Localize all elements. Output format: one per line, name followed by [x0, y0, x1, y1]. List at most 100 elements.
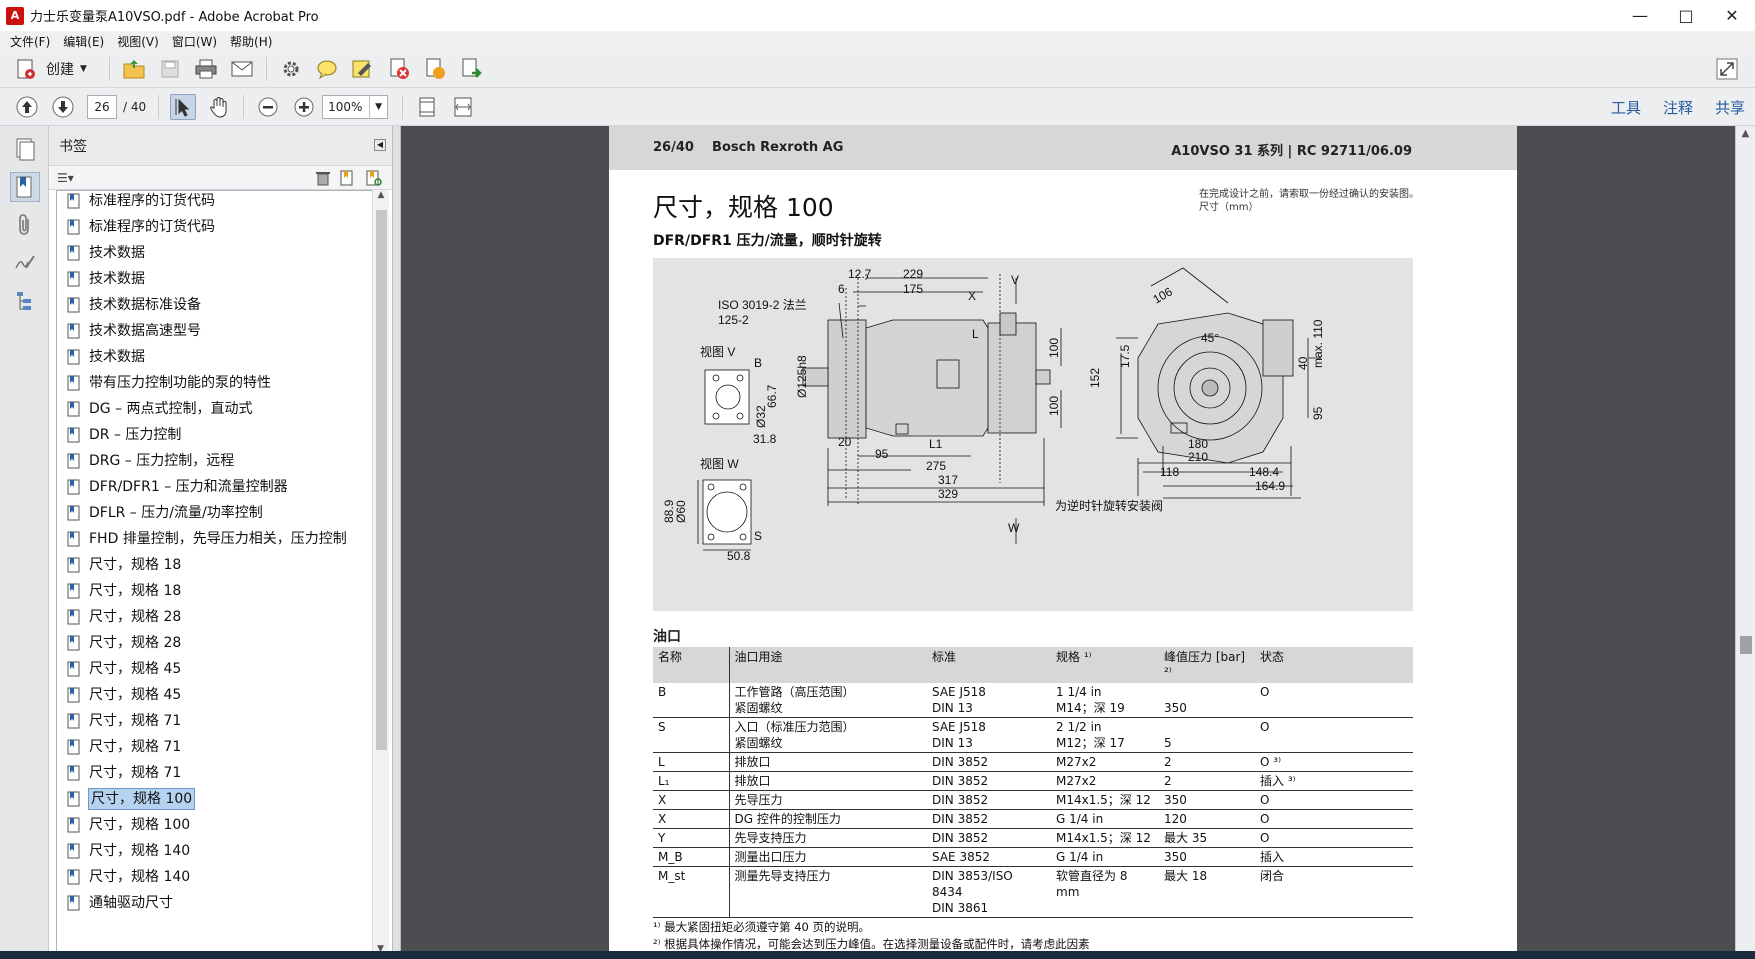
bookmark-item[interactable]: FHD 排量控制，先导压力相关，压力控制 [57, 529, 374, 555]
zoom-out-icon[interactable] [255, 94, 281, 120]
bookmark-item[interactable]: 尺寸，规格 140 [57, 867, 374, 893]
minimize-button[interactable]: — [1632, 6, 1648, 25]
table-cell: DIN 3852 [927, 828, 1051, 848]
fit-page-icon[interactable] [414, 94, 440, 120]
share-document-icon[interactable] [458, 56, 484, 82]
sign-icon[interactable] [350, 56, 376, 82]
options-menu-icon[interactable]: ☰▾ [57, 170, 74, 185]
footnote-2: ²⁾ 根据具体操作情况，可能会达到压力峰值。在选择测量设备或配件时，请考虑此因素 [653, 937, 1090, 951]
scrollbar-thumb[interactable] [376, 210, 387, 750]
save-icon[interactable] [157, 56, 183, 82]
comment-tab[interactable]: 注释 [1662, 98, 1693, 117]
export-document-icon[interactable] [422, 56, 448, 82]
share-tab[interactable]: 共享 [1714, 98, 1745, 117]
chevron-down-icon[interactable]: ▼ [369, 95, 387, 118]
bookmarks-scrollbar[interactable]: ▲ ▼ [372, 190, 389, 956]
fit-width-icon[interactable] [450, 94, 476, 120]
bookmark-item[interactable]: 技术数据 [57, 243, 374, 269]
secure-document-icon[interactable] [386, 56, 412, 82]
zoom-in-icon[interactable] [291, 94, 317, 120]
menu-help[interactable]: 帮助(H) [230, 34, 273, 49]
bookmark-item[interactable]: 尺寸，规格 28 [57, 607, 374, 633]
bookmark-item[interactable]: DR – 压力控制 [57, 425, 374, 451]
design-note: 在完成设计之前，请索取一份经过确认的安装图。尺寸（mm） [1199, 189, 1419, 213]
scrollbar-thumb[interactable] [1740, 636, 1752, 654]
menu-edit[interactable]: 编辑(E) [63, 34, 105, 49]
collapse-panel-icon[interactable]: ◀ [374, 139, 386, 151]
dim-100-top: 100 [1047, 338, 1061, 358]
bookmark-item[interactable]: DG – 两点式控制，直动式 [57, 399, 374, 425]
bookmark-item[interactable]: 带有压力控制功能的泵的特性 [57, 373, 374, 399]
bookmark-item[interactable]: 通轴驱动尺寸 [57, 893, 374, 919]
bookmark-item[interactable]: DRG – 压力控制，远程 [57, 451, 374, 477]
bookmark-item[interactable]: 尺寸，规格 28 [57, 633, 374, 659]
create-button[interactable]: 创建 ▼ [14, 57, 87, 81]
separator [265, 57, 267, 81]
dim-dia-32: Ø32 [754, 405, 768, 428]
print-icon[interactable] [193, 56, 219, 82]
attachment-icon[interactable] [10, 210, 40, 240]
maximize-button[interactable]: □ [1678, 6, 1694, 25]
select-cursor-icon[interactable] [170, 93, 197, 120]
bookmark-item[interactable]: 尺寸，规格 45 [57, 685, 374, 711]
bookmark-item[interactable]: 尺寸，规格 18 [57, 581, 374, 607]
scroll-up-icon[interactable]: ▲ [377, 190, 385, 200]
bookmark-item[interactable]: 尺寸，规格 100 [57, 815, 374, 841]
page-number-input[interactable]: 26 [87, 94, 117, 119]
table-cell: M27x2 [1051, 752, 1159, 772]
bookmark-panel-icon[interactable] [10, 172, 40, 202]
next-page-icon[interactable] [50, 94, 76, 120]
bookmark-label: FHD 排量控制，先导压力相关，压力控制 [89, 531, 347, 547]
scroll-up-icon[interactable]: ▲ [1741, 128, 1750, 139]
ccw-valve-note: 为逆时针旋转安装阀 [1055, 498, 1163, 513]
content-tree-icon[interactable] [10, 286, 40, 316]
bookmark-icon [67, 817, 81, 833]
bookmark-item[interactable]: DFLR – 压力/流量/功率控制 [57, 503, 374, 529]
close-button[interactable]: ✕ [1725, 6, 1739, 25]
hand-tool-icon[interactable] [206, 94, 232, 120]
table-cell: SAE J518 DIN 13 [927, 683, 1051, 718]
zoom-select[interactable]: 100% ▼ [322, 94, 389, 119]
bookmark-item[interactable]: 技术数据 [57, 269, 374, 295]
bookmark-item[interactable]: 尺寸，规格 45 [57, 659, 374, 685]
delete-bookmark-icon[interactable] [316, 170, 330, 190]
scroll-down-icon[interactable]: ▼ [377, 944, 384, 954]
bookmark-item[interactable]: 尺寸，规格 71 [57, 711, 374, 737]
bookmark-item[interactable]: 尺寸，规格 100 [57, 788, 374, 815]
settings-gear-icon[interactable] [278, 56, 304, 82]
open-folder-icon[interactable] [121, 56, 147, 82]
bookmarks-list: 标准程序的订货代码标准程序的订货代码技术数据技术数据技术数据标准设备技术数据高速… [56, 190, 374, 956]
menu-file[interactable]: 文件(F) [10, 34, 51, 49]
bookmark-item[interactable]: 技术数据 [57, 347, 374, 373]
previous-page-icon[interactable] [14, 94, 40, 120]
bookmark-label: 技术数据 [89, 245, 145, 261]
menu-window[interactable]: 窗口(W) [171, 34, 218, 49]
comment-icon[interactable] [314, 56, 340, 82]
bookmark-item[interactable]: DFR/DFR1 – 压力和流量控制器 [57, 477, 374, 503]
email-icon[interactable] [229, 56, 255, 82]
new-bookmark-icon[interactable] [340, 170, 356, 190]
view-w [697, 479, 752, 551]
table-cell: X [653, 809, 730, 829]
page-thumbnails-icon[interactable] [10, 134, 40, 164]
bookmark-item[interactable]: 标准程序的订货代码 [57, 217, 374, 243]
bookmark-item[interactable]: 尺寸，规格 71 [57, 737, 374, 763]
panel-splitter[interactable] [393, 126, 401, 959]
tools-tab[interactable]: 工具 [1610, 98, 1641, 117]
bookmark-item[interactable]: 技术数据高速型号 [57, 321, 374, 347]
bookmark-item[interactable]: 标准程序的订货代码 [57, 191, 374, 217]
bookmark-item[interactable]: 技术数据标准设备 [57, 295, 374, 321]
bookmark-item[interactable]: 尺寸，规格 140 [57, 841, 374, 867]
menu-view[interactable]: 视图(V) [117, 34, 159, 49]
table-cell: SAE 3852 [927, 847, 1051, 867]
bookmark-item[interactable]: 尺寸，规格 71 [57, 763, 374, 789]
find-bookmark-icon[interactable] [366, 170, 382, 190]
expand-icon[interactable] [1714, 56, 1740, 82]
signature-icon[interactable] [10, 248, 40, 278]
bookmark-icon [67, 843, 81, 859]
table-cell: 2 [1159, 771, 1255, 791]
view-v [704, 369, 750, 425]
bookmark-item[interactable]: 尺寸，规格 18 [57, 555, 374, 581]
document-scrollbar[interactable]: ▲ [1735, 126, 1755, 959]
